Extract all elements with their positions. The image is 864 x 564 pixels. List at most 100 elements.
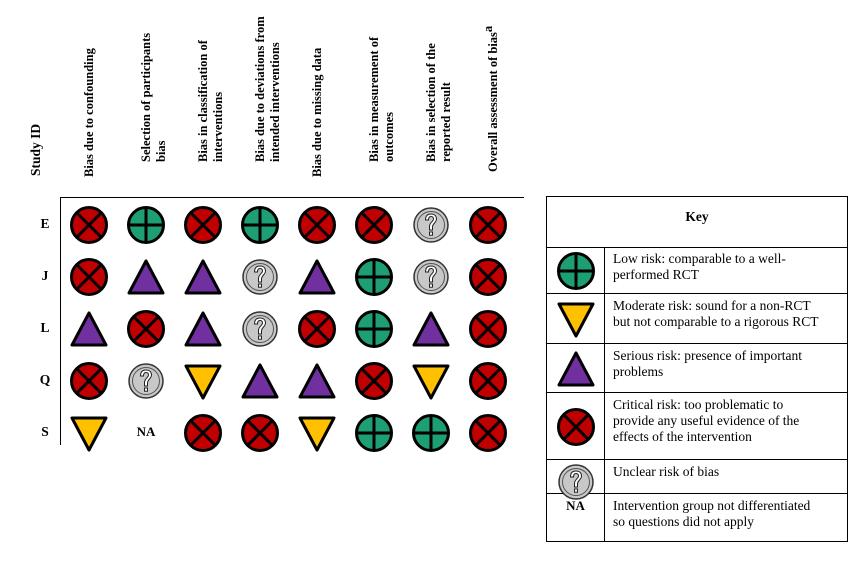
critical-risk-icon [124, 307, 168, 351]
key-description-line2: problems [613, 364, 664, 379]
unclear-risk-icon [238, 307, 282, 351]
critical-risk-icon [466, 359, 510, 403]
moderate-risk-icon [181, 359, 225, 403]
critical-risk-icon [67, 359, 111, 403]
key-description-line1: Critical risk: too problematic to [613, 397, 784, 412]
unclear-risk-icon [238, 255, 282, 299]
column-header-line1: Bias due to deviations from [253, 16, 267, 162]
column-header-line1: Bias in classification of [196, 40, 210, 162]
critical-risk-icon [352, 203, 396, 247]
unclear-risk-icon [409, 203, 453, 247]
column-header-line1: Bias due to missing data [310, 47, 324, 177]
column-header-line1: Selection of participants [139, 32, 153, 162]
key-divider [604, 247, 605, 541]
moderate-risk-icon [409, 359, 453, 403]
column-header-label: Bias due to confounding [82, 48, 97, 177]
not-applicable-label: NA [136, 424, 156, 439]
serious-risk-icon [181, 255, 225, 299]
critical-risk-icon [295, 307, 339, 351]
moderate-risk-icon [295, 411, 339, 455]
header-rule [60, 197, 524, 198]
serious-risk-icon [67, 307, 111, 351]
column-header: Bias due to confounding [82, 0, 138, 192]
key-row: Low risk: comparable to a well-performed… [547, 247, 847, 294]
serious-risk-icon [181, 307, 225, 351]
study-id-header: Study ID [28, 0, 50, 192]
row-axis-rule [60, 197, 61, 445]
low-risk-icon [352, 307, 396, 351]
low-risk-icon [554, 249, 598, 293]
critical-risk-icon [352, 359, 396, 403]
key-description-line2: but not comparable to a rigorous RCT [613, 314, 819, 329]
key-description-line3: effects of the intervention [613, 429, 752, 444]
column-header-label: Overall assessment of biasa [481, 26, 501, 172]
column-header-line1: Bias in measurement of [367, 36, 381, 162]
critical-risk-icon [67, 255, 111, 299]
risk-of-bias-table: Study ID Bias due to confounding Selectio… [0, 0, 530, 452]
key-description-line2: performed RCT [613, 267, 699, 282]
low-risk-icon [352, 411, 396, 455]
critical-risk-icon [295, 203, 339, 247]
column-header-line1: Bias in selection of the [424, 43, 438, 162]
column-header: Overall assessment of biasa [481, 0, 537, 192]
study-id-label: S [41, 424, 49, 439]
column-header-line2: reported result [439, 82, 453, 162]
column-header-line2: interventions [211, 91, 225, 162]
critical-risk-icon [466, 411, 510, 455]
key-description: Low risk: comparable to a well-performed… [613, 251, 841, 283]
study-id-label: Q [39, 372, 51, 387]
column-header-line1: Overall assessment of bias [486, 31, 501, 172]
critical-risk-icon [554, 405, 598, 449]
unclear-risk-icon [124, 359, 168, 403]
critical-risk-icon [181, 203, 225, 247]
column-header-line2: outcomes [382, 112, 396, 162]
column-header-line2: bias [154, 140, 168, 162]
key-description-line2: so questions did not apply [613, 514, 754, 529]
key-description-line1: Unclear risk of bias [613, 464, 720, 479]
key-description-line1: Intervention group not differentiated [613, 498, 811, 513]
critical-risk-icon [466, 307, 510, 351]
column-header: Bias due to missing data [310, 0, 366, 192]
key-description-line1: Moderate risk: sound for a non-RCT [613, 298, 811, 313]
serious-risk-icon [295, 255, 339, 299]
study-id-label: J [41, 268, 49, 283]
critical-risk-icon [67, 203, 111, 247]
low-risk-icon [238, 203, 282, 247]
serious-risk-icon [409, 307, 453, 351]
column-header-label: Bias due to missing data [310, 48, 325, 177]
serious-risk-icon [124, 255, 168, 299]
column-header-superscript: a [481, 25, 495, 32]
unclear-risk-icon [554, 460, 598, 504]
critical-risk-icon [466, 203, 510, 247]
unclear-risk-icon [409, 255, 453, 299]
serious-risk-icon [295, 359, 339, 403]
critical-risk-icon [181, 411, 225, 455]
study-id-label: E [40, 216, 50, 231]
key-row: Unclear risk of bias [547, 460, 847, 500]
column-header-line2: intended interventions [268, 42, 282, 162]
legend-key: Key Low risk: comparable to a well-perfo… [546, 196, 848, 542]
moderate-risk-icon [554, 297, 598, 341]
key-description-line1: Low risk: comparable to a well- [613, 251, 786, 266]
critical-risk-icon [466, 255, 510, 299]
low-risk-icon [352, 255, 396, 299]
low-risk-icon [124, 203, 168, 247]
moderate-risk-icon [67, 411, 111, 455]
key-description: Unclear risk of bias [613, 464, 841, 480]
